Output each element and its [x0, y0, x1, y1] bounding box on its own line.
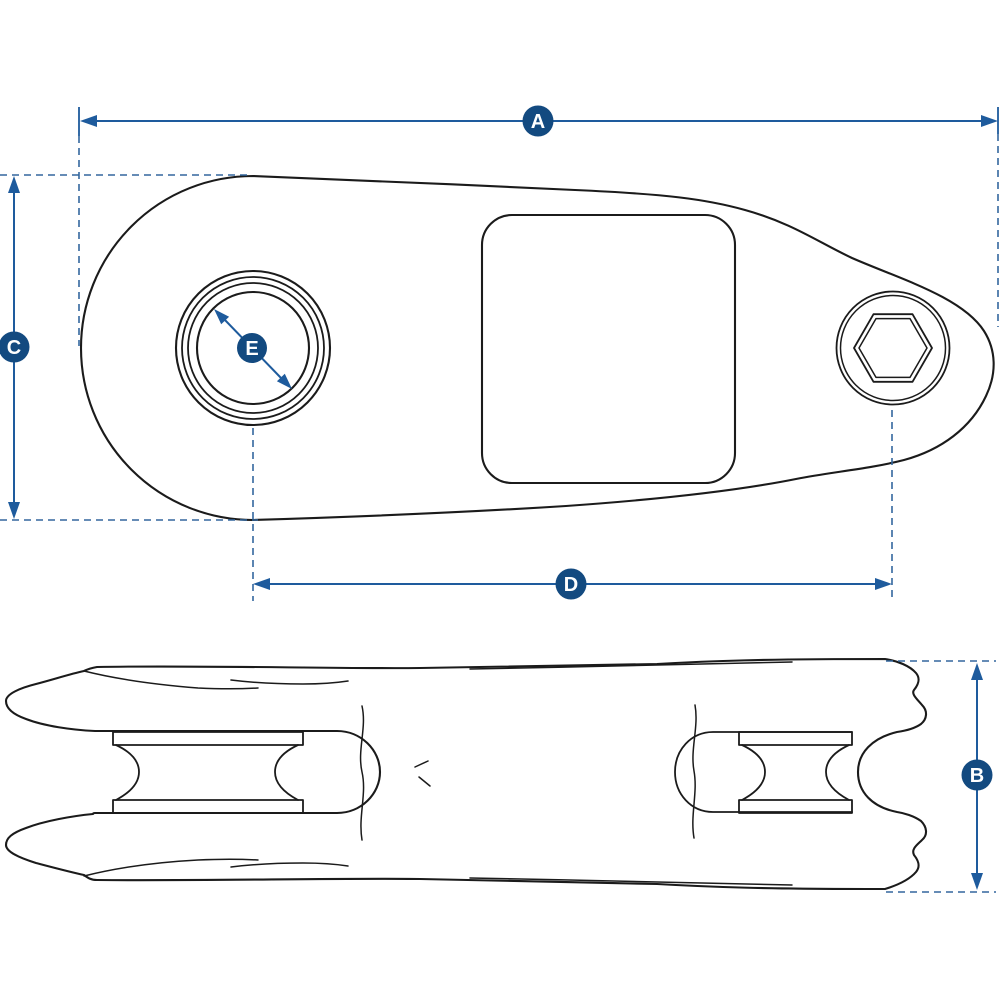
- dimension-badge-E: [237, 333, 267, 363]
- web-break-line-left: [359, 705, 365, 841]
- left-hole-rings: [174, 269, 332, 427]
- dimension-badge-C: [0, 331, 30, 363]
- arrow-head: [253, 578, 270, 590]
- arrow-head: [875, 578, 892, 590]
- dimension-label-C: C: [7, 337, 21, 359]
- left-sheave: [112, 731, 304, 814]
- hex-outer: [853, 313, 933, 383]
- plate-detail-strokes: [83, 661, 793, 886]
- dimension-label-A: A: [531, 111, 545, 133]
- web-break-line-right: [692, 704, 697, 839]
- dimension-label-D: D: [564, 574, 578, 596]
- hex-inner: [858, 317, 928, 379]
- arrow-head: [214, 309, 230, 325]
- side-view: [4, 657, 928, 891]
- arrow-head: [80, 115, 97, 127]
- dimension-C: C: [0, 176, 30, 519]
- hex-socket: [835, 290, 951, 406]
- arrow-head: [971, 873, 983, 890]
- dimension-badge-D: [555, 568, 587, 600]
- dimension-label-B: B: [970, 765, 984, 787]
- dimension-B: B: [961, 663, 993, 890]
- dimension-D: D: [253, 568, 892, 600]
- arrow-head: [981, 115, 998, 127]
- right-sheave: [738, 731, 853, 814]
- arrow-head: [8, 176, 20, 193]
- dimension-label-E: E: [245, 338, 258, 360]
- dimension-badge-A: [522, 105, 554, 137]
- dimension-A: A: [80, 105, 998, 137]
- dimension-badge-B: [961, 759, 993, 791]
- arrow-head: [971, 663, 983, 680]
- top-view-body-outline: [79, 174, 995, 522]
- arrow-head: [8, 502, 20, 519]
- top-view: [79, 174, 995, 522]
- arrow-head: [276, 373, 292, 389]
- right-sheave-slot: [674, 731, 853, 813]
- center-square-opening: [480, 213, 737, 485]
- center-tick-marks: [414, 760, 431, 787]
- dimension-E: E: [214, 309, 292, 389]
- extension-lines: [0, 107, 999, 893]
- side-view-body-outline: [4, 657, 928, 891]
